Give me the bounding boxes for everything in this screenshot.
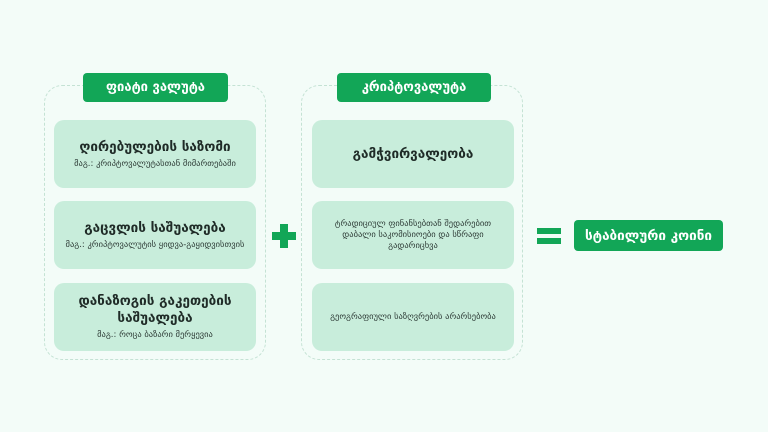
fiat-currency-label: ფიატი ვალუტა <box>83 73 228 102</box>
plus-icon <box>268 219 300 253</box>
card-title: გამჭვირვალეობა <box>352 145 474 162</box>
card-title: გაცვლის საშუალება <box>84 219 226 236</box>
card-title: დანაზოგის გაკეთების საშუალება <box>78 293 232 326</box>
stablecoin-result-label: სტაბილური კოინი <box>574 220 723 251</box>
card-subtitle: მაგ.: კრიპტოვალუტის ყიდვა-გაყიდვისთვის <box>65 239 245 250</box>
crypto-card-transparency: გამჭვირვალეობა <box>312 120 514 188</box>
crypto-currency-label: კრიპტოვალუტა <box>337 73 491 102</box>
card-text: ტრადიციულ ფინანსებთან შედარებით დაბალი ს… <box>334 218 492 251</box>
card-title: ღირებულების საზომი <box>79 138 231 155</box>
fiat-card-medium-of-exchange: გაცვლის საშუალება მაგ.: კრიპტოვალუტის ყი… <box>54 201 256 269</box>
fiat-card-store-of-value: დანაზოგის გაკეთების საშუალება მაგ.: როცა… <box>54 283 256 351</box>
card-subtitle: მაგ.: კრიპტოვალუტასთან მიმართებაში <box>74 158 236 169</box>
crypto-card-no-borders: გეოგრაფიული საზღვრების არარსებობა <box>312 283 514 351</box>
card-subtitle: მაგ.: როცა ბაზარი მერყევია <box>97 330 213 340</box>
crypto-card-low-fees: ტრადიციულ ფინანსებთან შედარებით დაბალი ს… <box>312 201 514 269</box>
equals-icon <box>534 222 564 248</box>
card-text: გეოგრაფიული საზღვრების არარსებობა <box>330 311 496 322</box>
fiat-card-measure-of-value: ღირებულების საზომი მაგ.: კრიპტოვალუტასთა… <box>54 120 256 188</box>
